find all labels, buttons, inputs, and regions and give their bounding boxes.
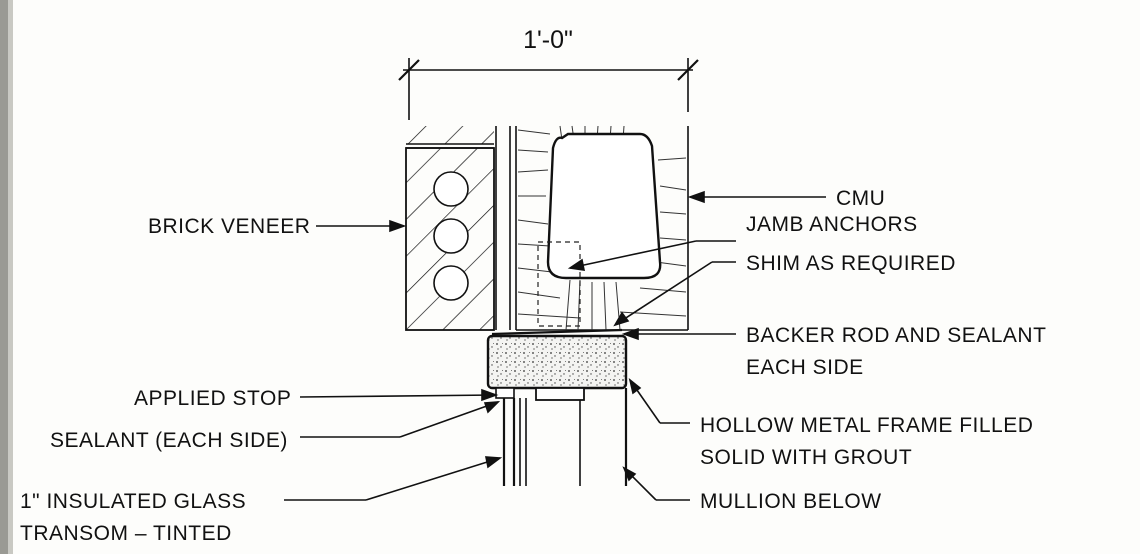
label-mullion: MULLION BELOW [700,490,882,513]
hollow-metal-frame [486,328,628,401]
label-brick-veneer: BRICK VENEER [148,215,310,238]
applied-stop [495,387,515,399]
cmu-block [515,125,689,331]
label-applied-stop: APPLIED STOP [134,387,291,410]
scan-edge [0,0,8,554]
label-cmu: CMU [836,187,885,210]
label-shim: SHIM AS REQUIRED [746,252,956,275]
label-glass-line1: 1" INSULATED GLASS [20,490,246,513]
label-hollow-metal-line1: HOLLOW METAL FRAME FILLED [700,414,1033,437]
dimension-line [398,58,699,120]
dimension-text: 1'-0" [523,26,573,54]
label-sealant: SEALANT (EACH SIDE) [50,429,288,452]
brick-veneer [405,126,495,331]
label-backer-rod-line2: EACH SIDE [746,356,864,379]
leaders [284,190,826,501]
label-jamb-anchors: JAMB ANCHORS [746,213,918,236]
mullion [579,388,628,486]
label-glass-line2: TRANSOM – TINTED [20,522,232,545]
air-cavity [495,126,511,330]
insulated-glass [502,398,527,486]
label-hollow-metal-line2: SOLID WITH GROUT [700,446,912,469]
label-backer-rod-line1: BACKER ROD AND SEALANT [746,324,1046,347]
scan-edge-shadow [8,0,13,554]
